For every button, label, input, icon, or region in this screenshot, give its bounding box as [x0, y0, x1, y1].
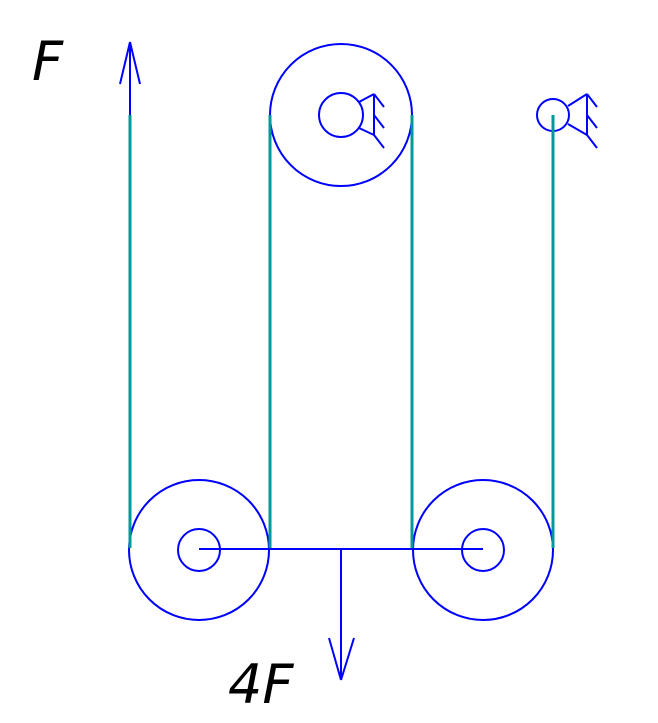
- load-force-label: 4F: [228, 653, 294, 716]
- anchor-support-icon: [567, 93, 598, 149]
- applied-force-label: F: [32, 30, 64, 93]
- top-pulley-support-icon: [358, 93, 385, 149]
- load-arrow-icon: [328, 549, 355, 681]
- force-arrow-icon: [119, 41, 141, 115]
- top-pulley: [269, 43, 413, 187]
- top-pulley-axle: [318, 92, 364, 138]
